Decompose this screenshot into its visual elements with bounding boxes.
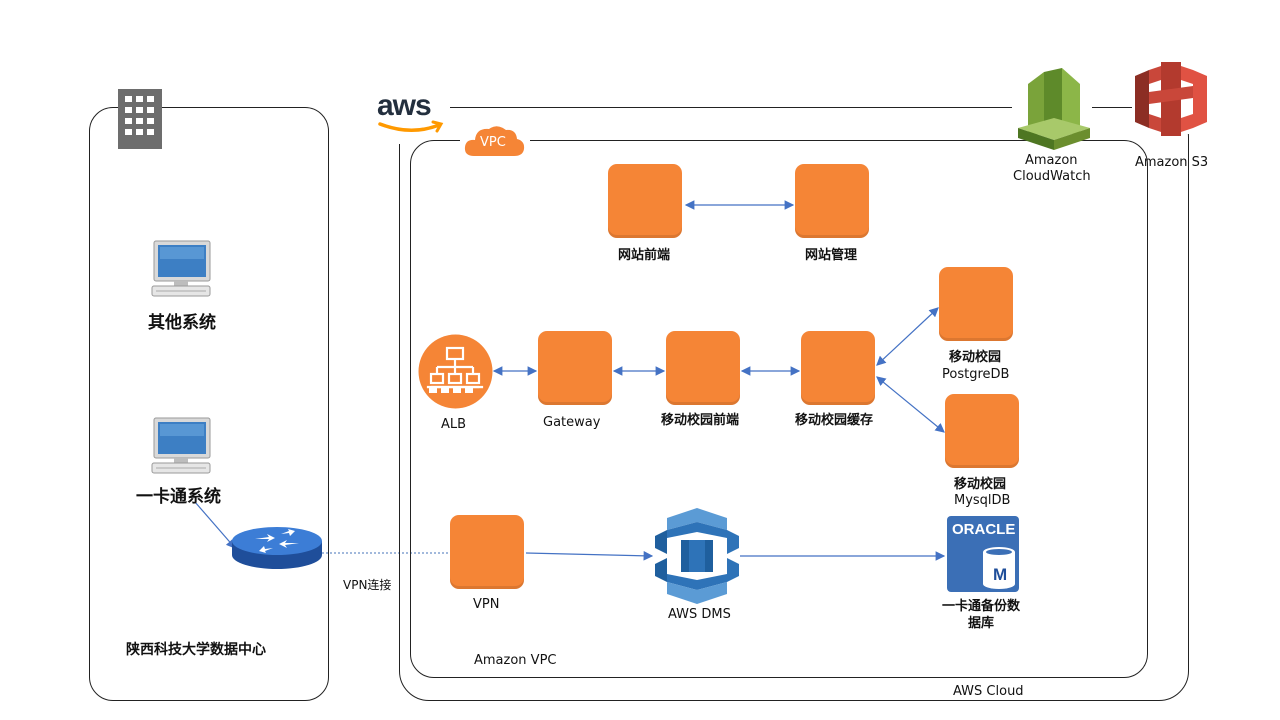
gateway-node [538, 331, 612, 405]
computer-icon [151, 240, 211, 297]
other-system-label: 其他系统 [148, 313, 216, 333]
alb-label: ALB [441, 417, 467, 432]
vpc-panel [410, 140, 1148, 678]
vpn-label: VPN [473, 597, 500, 612]
alb-icon [418, 334, 493, 409]
vpc-label: Amazon VPC [474, 653, 557, 668]
cloudwatch-label-1: Amazon [1025, 153, 1078, 168]
campus-mysql-node [945, 394, 1019, 468]
oracle-db-icon: ORACLE M [947, 516, 1019, 592]
aws-cloud-panel [399, 107, 1189, 701]
campus-mysql-label-1: 移动校园 [954, 477, 1007, 492]
backup-db-label-1: 一卡通备份数 [942, 599, 1021, 614]
building-icon [118, 89, 162, 149]
web-admin-label: 网站管理 [805, 248, 858, 263]
s3-icon [1135, 62, 1207, 136]
web-admin-node [795, 164, 869, 238]
campus-postgre-node [939, 267, 1013, 341]
dms-icon [655, 508, 739, 604]
campus-postgre-label-1: 移动校园 [949, 350, 1002, 365]
campus-frontend-label: 移动校园前端 [661, 413, 740, 428]
vpc-badge-label: VPC [480, 135, 506, 150]
web-frontend-node [608, 164, 682, 238]
arrow-vpn-dms [525, 551, 654, 561]
datacenter-title: 陕西科技大学数据中心 [126, 642, 266, 658]
arrow-card-system-router [194, 501, 236, 549]
vpc-cloud-icon [464, 126, 525, 156]
arrow-cache-mysql [876, 376, 945, 433]
datacenter-panel [89, 107, 329, 701]
campus-mysql-label-2: MysqlDB [954, 493, 1011, 508]
campus-frontend-node [666, 331, 740, 405]
aws-cloud-label: AWS Cloud [953, 684, 1024, 699]
campus-postgre-label-2: PostgreDB [942, 367, 1010, 382]
campus-cache-label: 移动校园缓存 [795, 413, 874, 428]
card-system-label: 一卡通系统 [136, 487, 221, 507]
arrow-cache-postgre [876, 307, 939, 366]
aws-logo: aws [377, 88, 449, 138]
router-icon [232, 527, 322, 569]
dms-label: AWS DMS [668, 607, 731, 622]
gateway-label: Gateway [543, 415, 601, 430]
s3-label: Amazon S3 [1135, 155, 1209, 170]
backup-db-label-2: 据库 [968, 616, 995, 631]
cloudwatch-label-2: CloudWatch [1013, 169, 1091, 184]
campus-cache-node [801, 331, 875, 405]
vpn-node [450, 515, 524, 589]
web-frontend-label: 网站前端 [618, 248, 671, 263]
vpn-link-label: VPN连接 [343, 578, 392, 592]
computer-icon [151, 417, 211, 474]
cloudwatch-icon [1018, 68, 1090, 150]
